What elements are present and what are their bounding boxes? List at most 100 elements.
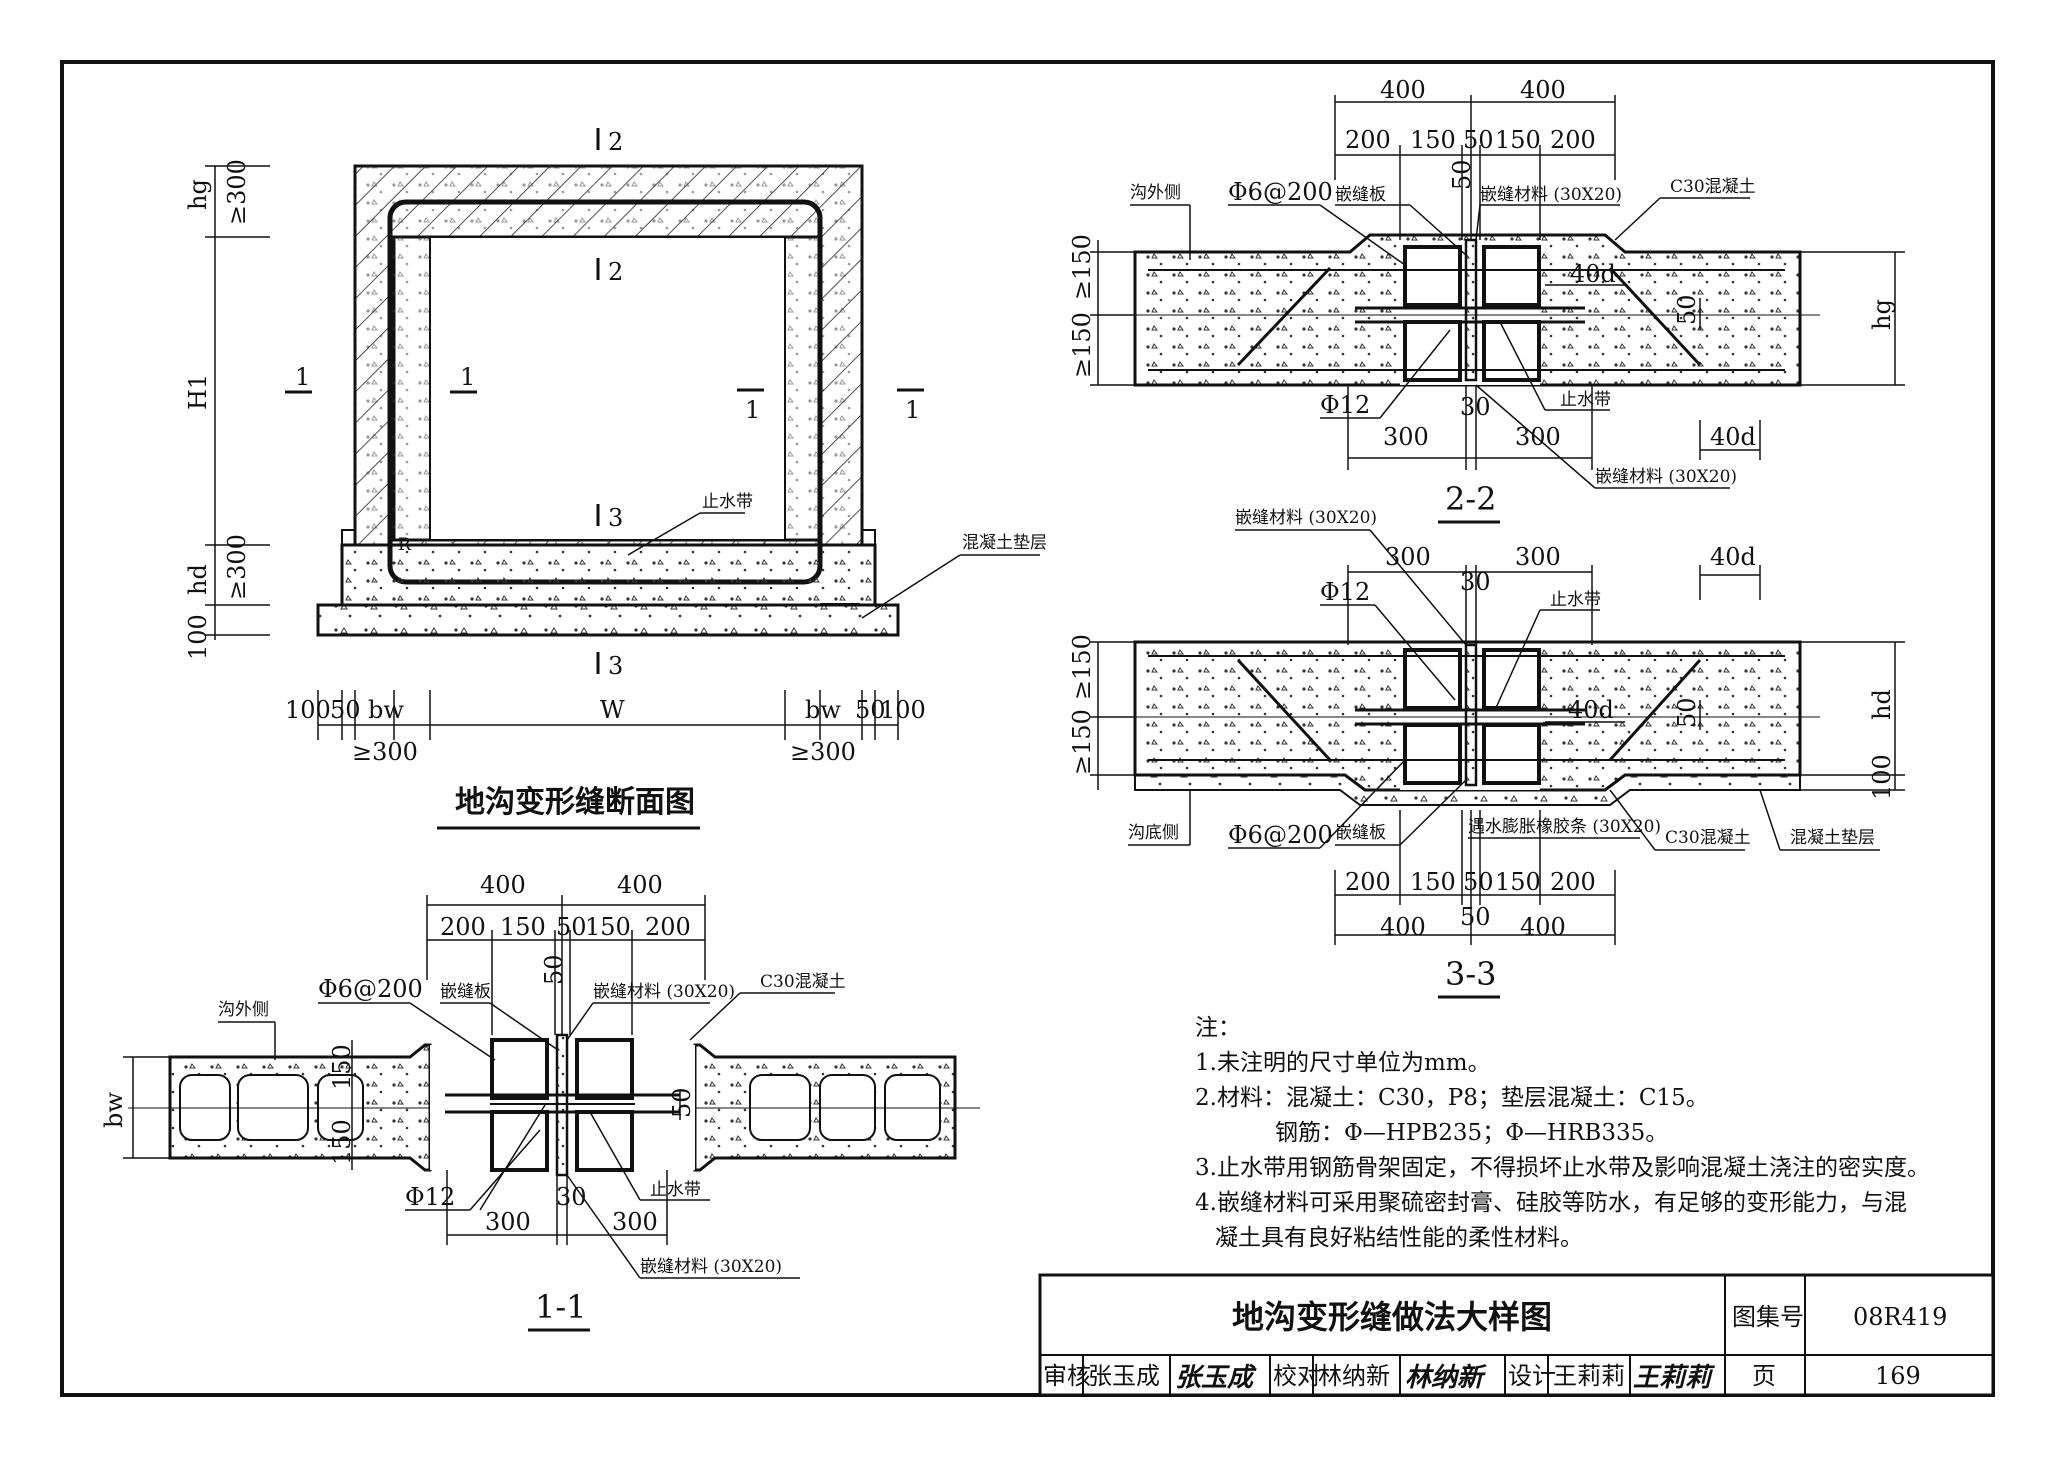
- dim-3-3-150a: ≥150: [1068, 634, 1096, 700]
- title-block: 地沟变形缝做法大样图 图集号 08R419 审核 张玉成 张玉成 校对 林纳新 …: [1038, 1273, 1995, 1397]
- dim-1-1-150a: 150: [328, 1044, 356, 1090]
- dim-2-2-150b: ≥150: [1068, 312, 1096, 378]
- dim-3-3-200a: 200: [1345, 868, 1391, 896]
- label-3-3-rebar: Φ12: [1320, 578, 1370, 606]
- detail-3-3-title: 3-3: [1445, 955, 1497, 993]
- dim-2-2-400b: 400: [1520, 76, 1566, 104]
- label-3-3-sealant-top: 嵌缝材料 (30X20): [1235, 508, 1377, 528]
- trench-inner-void: [429, 236, 786, 541]
- title-block-reviewer-signature: 张玉成: [1175, 1363, 1257, 1393]
- dim-2-2-30: 30: [1460, 393, 1491, 421]
- dim-3-3-50-bottom: 50: [1463, 868, 1494, 896]
- dim-1-1-300a: 300: [485, 1208, 531, 1236]
- dim-bottom-50-right: 50: [855, 696, 886, 724]
- dim-1-1-50-top: 50: [540, 954, 568, 985]
- label-3-3-concrete: C30混凝土: [1665, 828, 1751, 848]
- cut-mark-2-top: 2: [608, 128, 623, 156]
- label-3-3-swelling: 遇水膨胀橡胶条 (30X20): [1468, 817, 1661, 837]
- title-block-page-no: 169: [1875, 1362, 1921, 1390]
- title-block-check-label: 校对: [1273, 1362, 1321, 1390]
- base-slab: [340, 543, 877, 607]
- title-block-designer: 王莉莉: [1553, 1362, 1625, 1390]
- dim-bottom-w: W: [600, 696, 625, 724]
- note-line-4: 3.止水带用钢筋骨架固定，不得损坏止水带及影响混凝土浇注的密实度。: [1195, 1155, 1930, 1181]
- dim-2-2-40d-b: 40d: [1710, 423, 1756, 451]
- dim-3-3-30: 30: [1460, 568, 1491, 596]
- dim-3-3-50-under: 50: [1460, 903, 1491, 931]
- concrete-cushion: [316, 603, 900, 637]
- title-block-atlas-no: 08R419: [1853, 1303, 1947, 1331]
- label-cushion-section: 混凝土垫层: [962, 533, 1047, 553]
- note-line-5: 4.嵌缝材料可采用聚硫密封膏、硅胶等防水，有足够的变形能力，与混: [1195, 1190, 1907, 1216]
- label-2-2-concrete: C30混凝土: [1670, 177, 1756, 197]
- dim-1-1-300b: 300: [612, 1208, 658, 1236]
- dim-1-1-150a: 150: [500, 913, 546, 941]
- notes-heading: 注：: [1195, 1015, 1241, 1041]
- dim-100-left: 100: [184, 614, 212, 660]
- note-line-3: 钢筋：Φ—HPB235；Φ—HRB335。: [1275, 1120, 1668, 1146]
- note-line-6: 凝土具有良好粘结性能的柔性材料。: [1215, 1225, 1583, 1251]
- label-1-1-sealant-bottom: 嵌缝材料 (30X20): [640, 1257, 782, 1277]
- cut-mark-3-mid: 3: [608, 504, 623, 532]
- section-view-title: 地沟变形缝断面图: [455, 785, 695, 820]
- section-view: 2 2 3 3 1 1 1 1 hg ≥300: [184, 128, 1047, 830]
- dim-1-1-200b: 200: [645, 913, 691, 941]
- dim-1-1-400a: 400: [480, 871, 526, 899]
- dim-bottom-100-left: 100: [285, 696, 331, 724]
- label-2-2-outside: 沟外侧: [1130, 183, 1181, 203]
- title-block-page-label: 页: [1752, 1362, 1776, 1390]
- title-block-title: 地沟变形缝做法大样图: [1232, 1298, 1552, 1336]
- joint-board-2-2: [1464, 238, 1478, 382]
- cut-mark-1-left-a: 1: [295, 363, 310, 391]
- dim-hg: hg: [184, 179, 212, 210]
- label-3-3-waterstop: 止水带: [1550, 590, 1601, 610]
- dim-1-1-200a: 200: [440, 913, 486, 941]
- detail-2-2-title: 2-2: [1445, 480, 1497, 518]
- dim-3-3-300b: 300: [1515, 543, 1561, 571]
- label-3-3-bottom-side: 沟底侧: [1128, 823, 1179, 843]
- title-block-designer-signature: 王莉莉: [1633, 1363, 1716, 1393]
- dim-2-2-40d-a: 40d: [1570, 260, 1616, 288]
- dim-2-2-200b: 200: [1550, 126, 1596, 154]
- dim-3-3-hd: hd: [1868, 689, 1896, 720]
- dim-2-2-300b: 300: [1515, 423, 1561, 451]
- dim-1-1-30: 30: [556, 1183, 587, 1211]
- dim-bottom-50-left: 50: [330, 696, 361, 724]
- dim-2-2-50-top: 50: [1448, 159, 1476, 190]
- dim-1-1-bw: bw: [100, 1092, 128, 1128]
- dim-1-1-400b: 400: [617, 871, 663, 899]
- dim-2-2-150a: 150: [1410, 126, 1456, 154]
- label-2-2-waterstop: 止水带: [1560, 390, 1611, 410]
- dim-hg-min: ≥300: [223, 159, 251, 225]
- note-line-2: 2.材料：混凝土：C30，P8；垫层混凝土：C15。: [1195, 1085, 1709, 1111]
- joint-board-3-3: [1464, 643, 1478, 787]
- dim-2-2-400a: 400: [1380, 76, 1426, 104]
- dim-h1: H1: [184, 374, 212, 410]
- title-block-atlas-label: 图集号: [1732, 1303, 1804, 1331]
- dim-2-2-50: 50: [1463, 126, 1494, 154]
- dim-hd-min: ≥300: [223, 534, 251, 600]
- title-block-checker: 林纳新: [1318, 1362, 1390, 1390]
- dim-2-2-150b: 150: [1495, 126, 1541, 154]
- dim-3-3-40d-b: 40d: [1568, 696, 1614, 724]
- dim-2-2-hg: hg: [1868, 299, 1896, 330]
- dim-bottom-bw-left: bw: [368, 696, 404, 724]
- dim-3-3-150a-bottom: 150: [1410, 868, 1456, 896]
- label-2-2-sealant-top: 嵌缝材料 (30X20): [1480, 185, 1622, 205]
- title-block-checker-signature: 林纳新: [1405, 1363, 1487, 1393]
- dim-1-1-150b: 150: [585, 913, 631, 941]
- label-1-1-sealant-top: 嵌缝材料 (30X20): [593, 982, 735, 1002]
- label-r: R: [398, 535, 412, 555]
- label-3-3-joint-board: 嵌缝板: [1335, 823, 1386, 843]
- dim-1-1-50-side: 50: [668, 1087, 696, 1118]
- dim-3-3-150b-bottom: 150: [1495, 868, 1541, 896]
- dim-3-3-100: 100: [1868, 754, 1896, 800]
- detail-3-3: 300 30 300 40d ≥150 ≥150 hd 100 50 40d: [1068, 508, 1905, 999]
- label-1-1-rebar: Φ12: [405, 1183, 455, 1211]
- dim-3-3-200b: 200: [1550, 868, 1596, 896]
- dim-2-2-200a: 200: [1345, 126, 1391, 154]
- sheet-border: [60, 60, 1995, 1397]
- dim-1-1-150b: 150: [328, 1119, 356, 1165]
- cut-mark-1-right-a: 1: [745, 396, 760, 424]
- dim-bottom-bw-right: bw: [805, 696, 841, 724]
